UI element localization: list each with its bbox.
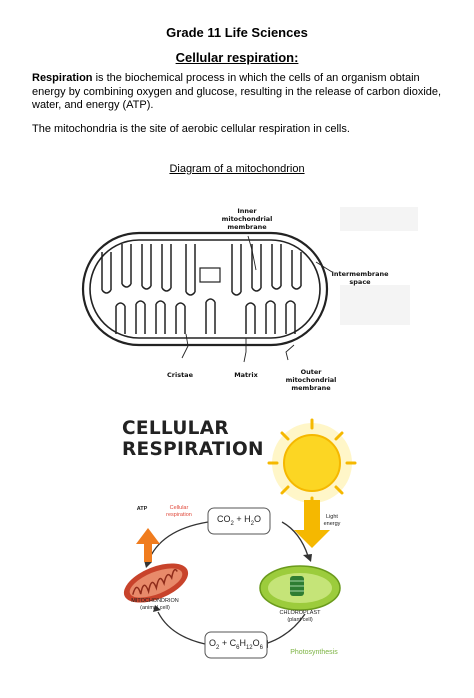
h2o-oxygen: O: [253, 514, 261, 524]
mito-label-line2: (animal cell): [140, 604, 170, 611]
photosynthesis-label: Photosynthesis: [290, 649, 338, 656]
page-subtitle: Cellular respiration:: [175, 50, 299, 65]
co2-symbol: CO: [217, 514, 231, 524]
label-inner-line2: mitochondrial: [221, 215, 273, 223]
h2o-subscript: 2: [250, 520, 254, 527]
light-energy-arrow: [294, 500, 330, 548]
sun-icon: [267, 418, 357, 508]
label-outer-line1: Outer: [300, 368, 322, 376]
cellular-respiration-label: Cellular respiration: [156, 505, 202, 518]
inner-membrane: [89, 239, 321, 339]
chloroplast-label: CHLOROPLAST (plant cell): [270, 610, 330, 623]
o2-glucose-formula: O2 + C6H12O6: [205, 638, 267, 651]
cr-title-line2: RESPIRATION: [122, 439, 264, 460]
cr-title-line1: CELLULAR: [122, 418, 229, 439]
label-intermembrane-line2: space: [349, 278, 371, 286]
label-inner-membrane: Inner mitochondrial membrane: [212, 207, 282, 231]
page-title: Grade 11 Life Sciences: [166, 25, 308, 40]
label-outer-line2: mitochondrial: [285, 376, 337, 384]
glucose-carbon-subscript: 6: [236, 644, 240, 651]
label-matrix: Matrix: [234, 371, 258, 379]
chloro-label-line2: (plant cell): [287, 616, 313, 623]
respiration-term: Respiration: [32, 72, 93, 84]
chloro-label-line1: CHLOROPLAST: [279, 610, 321, 616]
light-line1: Light: [326, 514, 338, 520]
glucose-oxygen: O: [252, 638, 260, 648]
cellular-resp-line2: respiration: [166, 511, 192, 518]
label-intermembrane-space: Intermembrane space: [328, 270, 392, 286]
co2-h2o-formula: CO2 + H2O: [208, 514, 270, 527]
outer-membrane: [81, 231, 329, 347]
mitochondrion-illustration-icon: [123, 563, 189, 603]
cristae-folds: [101, 244, 302, 334]
co2-h2o-box: [207, 507, 271, 535]
o2-symbol: O: [208, 638, 216, 648]
mito-label-line1: MITOCHONDRION: [131, 598, 179, 604]
mitochondrion-label: MITOCHONDRION (animal cell): [120, 598, 190, 611]
o2-subscript: 2: [216, 644, 220, 651]
light-energy-label: Light energy: [318, 514, 346, 527]
label-outer-line3: membrane: [291, 384, 331, 392]
label-inner-line1: Inner: [237, 207, 257, 215]
scan-shade-bottom: [340, 285, 410, 325]
glucose-hydrogen-subscript: 12: [245, 644, 253, 651]
h2o-symbol: + H: [233, 514, 251, 524]
glucose-carbon: + C: [219, 638, 237, 648]
mitochondria-statement: The mitochondria is the site of aerobic …: [32, 123, 350, 135]
cellular-respiration-cycle: [123, 418, 357, 659]
mitochondrion-diagram: [81, 207, 418, 363]
cellular-respiration-title: CELLULAR RESPIRATION: [122, 418, 264, 460]
co2-subscript: 2: [230, 520, 234, 527]
mitochondrion-diagram-heading: Diagram of a mitochondrion: [169, 163, 305, 175]
cellular-resp-line1: Cellular: [169, 505, 189, 511]
label-leaders: [181, 235, 333, 363]
label-outer-membrane: Outer mitochondrial membrane: [276, 368, 346, 392]
glucose-oxygen-subscript: 6: [259, 644, 263, 651]
respiration-definition-text: is the biochemical process in which the …: [32, 72, 442, 111]
respiration-definition: Respiration is the biochemical process i…: [32, 72, 452, 113]
glucose-hydrogen: H: [239, 638, 246, 648]
atp-arrow: [136, 528, 160, 562]
label-intermembrane-line1: Intermembrane: [331, 270, 389, 278]
scan-shade-top: [340, 207, 418, 231]
chloroplast-illustration-icon: [259, 565, 341, 611]
light-line2: energy: [323, 520, 341, 527]
atp-label: ATP: [136, 506, 148, 512]
crista-highlight-box: [199, 267, 221, 283]
o2-glucose-box: [204, 631, 268, 659]
label-cristae: Cristae: [167, 371, 193, 379]
label-inner-line3: membrane: [227, 223, 267, 231]
